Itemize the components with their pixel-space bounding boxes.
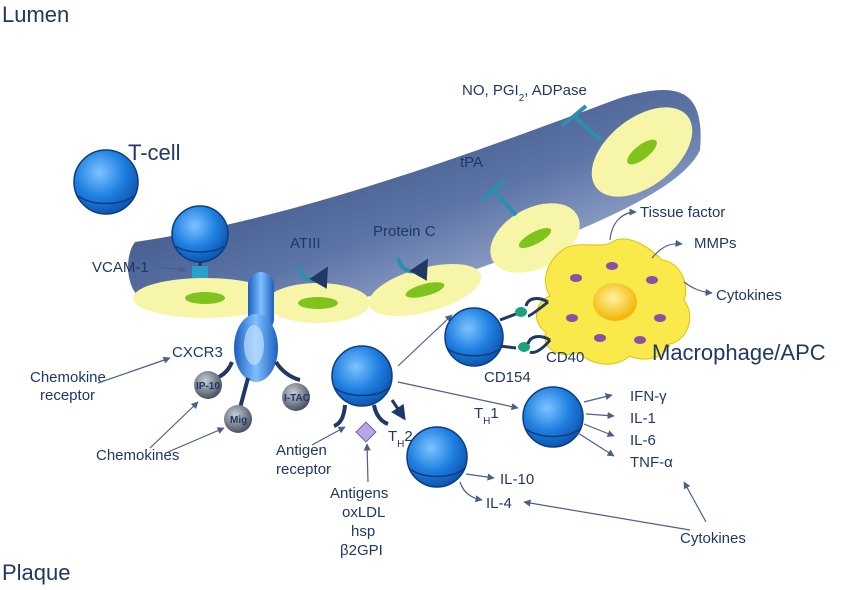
protein-c-curved-arrow-icon [396, 257, 428, 281]
svg-text:I-TAC: I-TAC [284, 393, 310, 404]
chemokine-receptor-label-1: Chemokine [30, 369, 106, 386]
ifn-arrow [583, 393, 613, 403]
atiii-curved-arrow-icon [296, 265, 328, 289]
cytokines-mac-arrow [683, 281, 713, 297]
il6-arrow [583, 423, 615, 437]
antigen-receptor-label-1: Antigen [276, 442, 327, 459]
macrophage-label: Macrophage/APC [652, 340, 826, 365]
cytokines-bottom-label: Cytokines [680, 530, 746, 547]
no-pgi-label: NO, PGI2, ADPase [462, 82, 587, 104]
chemokine-ip10: IP-10 [194, 371, 222, 399]
antigen-item: β2GPI [340, 542, 383, 559]
tcell-to-cd154-arrow [397, 314, 453, 367]
chemokine-itac: I-TAC [282, 383, 310, 411]
mmps-label: MMPs [694, 235, 737, 252]
il4-arrow [459, 481, 483, 503]
chemokines-arrow-1 [149, 401, 199, 449]
t-cell-adherent [171, 205, 229, 278]
il4-label: IL-4 [486, 495, 512, 512]
endothelial-nucleus [298, 297, 338, 309]
cxcr3-receptor [209, 272, 301, 409]
vcam-1-icon [192, 266, 208, 278]
tissue-factor-label: Tissue factor [640, 204, 725, 221]
cd154-ligand-icon [518, 342, 530, 352]
t-cell-central [331, 345, 406, 443]
atiii-label: ATIII [290, 235, 321, 252]
chemokines-arrow-2 [167, 427, 225, 453]
endothelium [128, 89, 701, 323]
il6-label: IL-6 [630, 432, 656, 449]
macrophage [524, 238, 691, 365]
il10-arrow [465, 473, 495, 481]
antigen-item: oxLDL [342, 504, 385, 521]
svg-text:IP-10: IP-10 [196, 381, 220, 392]
chemokine-receptor-arrow [97, 356, 171, 384]
cd40-receptor-icon [524, 297, 549, 318]
t-cell-cd154 [444, 307, 530, 367]
plaque-label: Plaque [2, 560, 71, 585]
cytokines-to-tnf-arrow [683, 481, 707, 523]
th1-arrow [397, 381, 519, 411]
tpa-label: tPA [460, 154, 483, 171]
antigens-title: Antigens [330, 485, 388, 502]
vessel-wall [128, 89, 701, 308]
endothelial-nucleus [185, 292, 225, 304]
antigen-icon [355, 421, 377, 443]
cxcr3-label: CXCR3 [172, 344, 223, 361]
tissue-factor-arrow [609, 208, 637, 241]
vcam-1-label: VCAM-1 [92, 259, 149, 276]
il1-label: IL-1 [630, 410, 656, 427]
chemokines-label: Chemokines [96, 447, 179, 464]
protein-c-label: Protein C [373, 223, 436, 240]
antigen-item: hsp [351, 523, 375, 540]
antigens-arrow [363, 443, 371, 483]
cytokines-macrophage-label: Cytokines [716, 287, 782, 304]
vcam-arrow [156, 265, 187, 273]
t-cell-free [73, 149, 139, 215]
tnf-arrow [577, 432, 615, 457]
th1-label: TH1 [474, 405, 499, 427]
cd40-label: CD40 [546, 349, 584, 366]
chemokine-receptor-label-2: receptor [40, 387, 95, 404]
svg-text:Mig: Mig [230, 415, 247, 426]
cd154-label: CD154 [484, 369, 531, 386]
th2-cell [406, 426, 468, 488]
tnf-alpha-label: TNF-α [630, 454, 673, 471]
th1-cell [522, 386, 584, 448]
lumen-label: Lumen [2, 2, 69, 27]
antigen-receptor-arrow [311, 426, 346, 446]
endothelial-nucleus [405, 282, 445, 298]
cytokines-to-il4-arrow [523, 499, 691, 531]
antigen-receptor-label-2: receptor [276, 461, 331, 478]
mmps-arrow [651, 239, 683, 259]
endothelial-nucleus [518, 228, 552, 248]
il1-arrow [585, 411, 615, 420]
chemokine-mig: Mig [224, 405, 252, 433]
ifn-gamma-label: IFN-γ [630, 388, 667, 405]
cd40-receptor-icon [526, 335, 552, 354]
th2-label: TH2 [388, 428, 413, 450]
il10-label: IL-10 [500, 471, 534, 488]
tpa-inhibitor [479, 178, 518, 217]
endothelial-nucleus [627, 139, 657, 165]
t-cell-label: T-cell [128, 140, 181, 165]
no-pgi-adpase-inhibitor [560, 104, 602, 142]
cd154-ligand-icon [515, 307, 527, 317]
